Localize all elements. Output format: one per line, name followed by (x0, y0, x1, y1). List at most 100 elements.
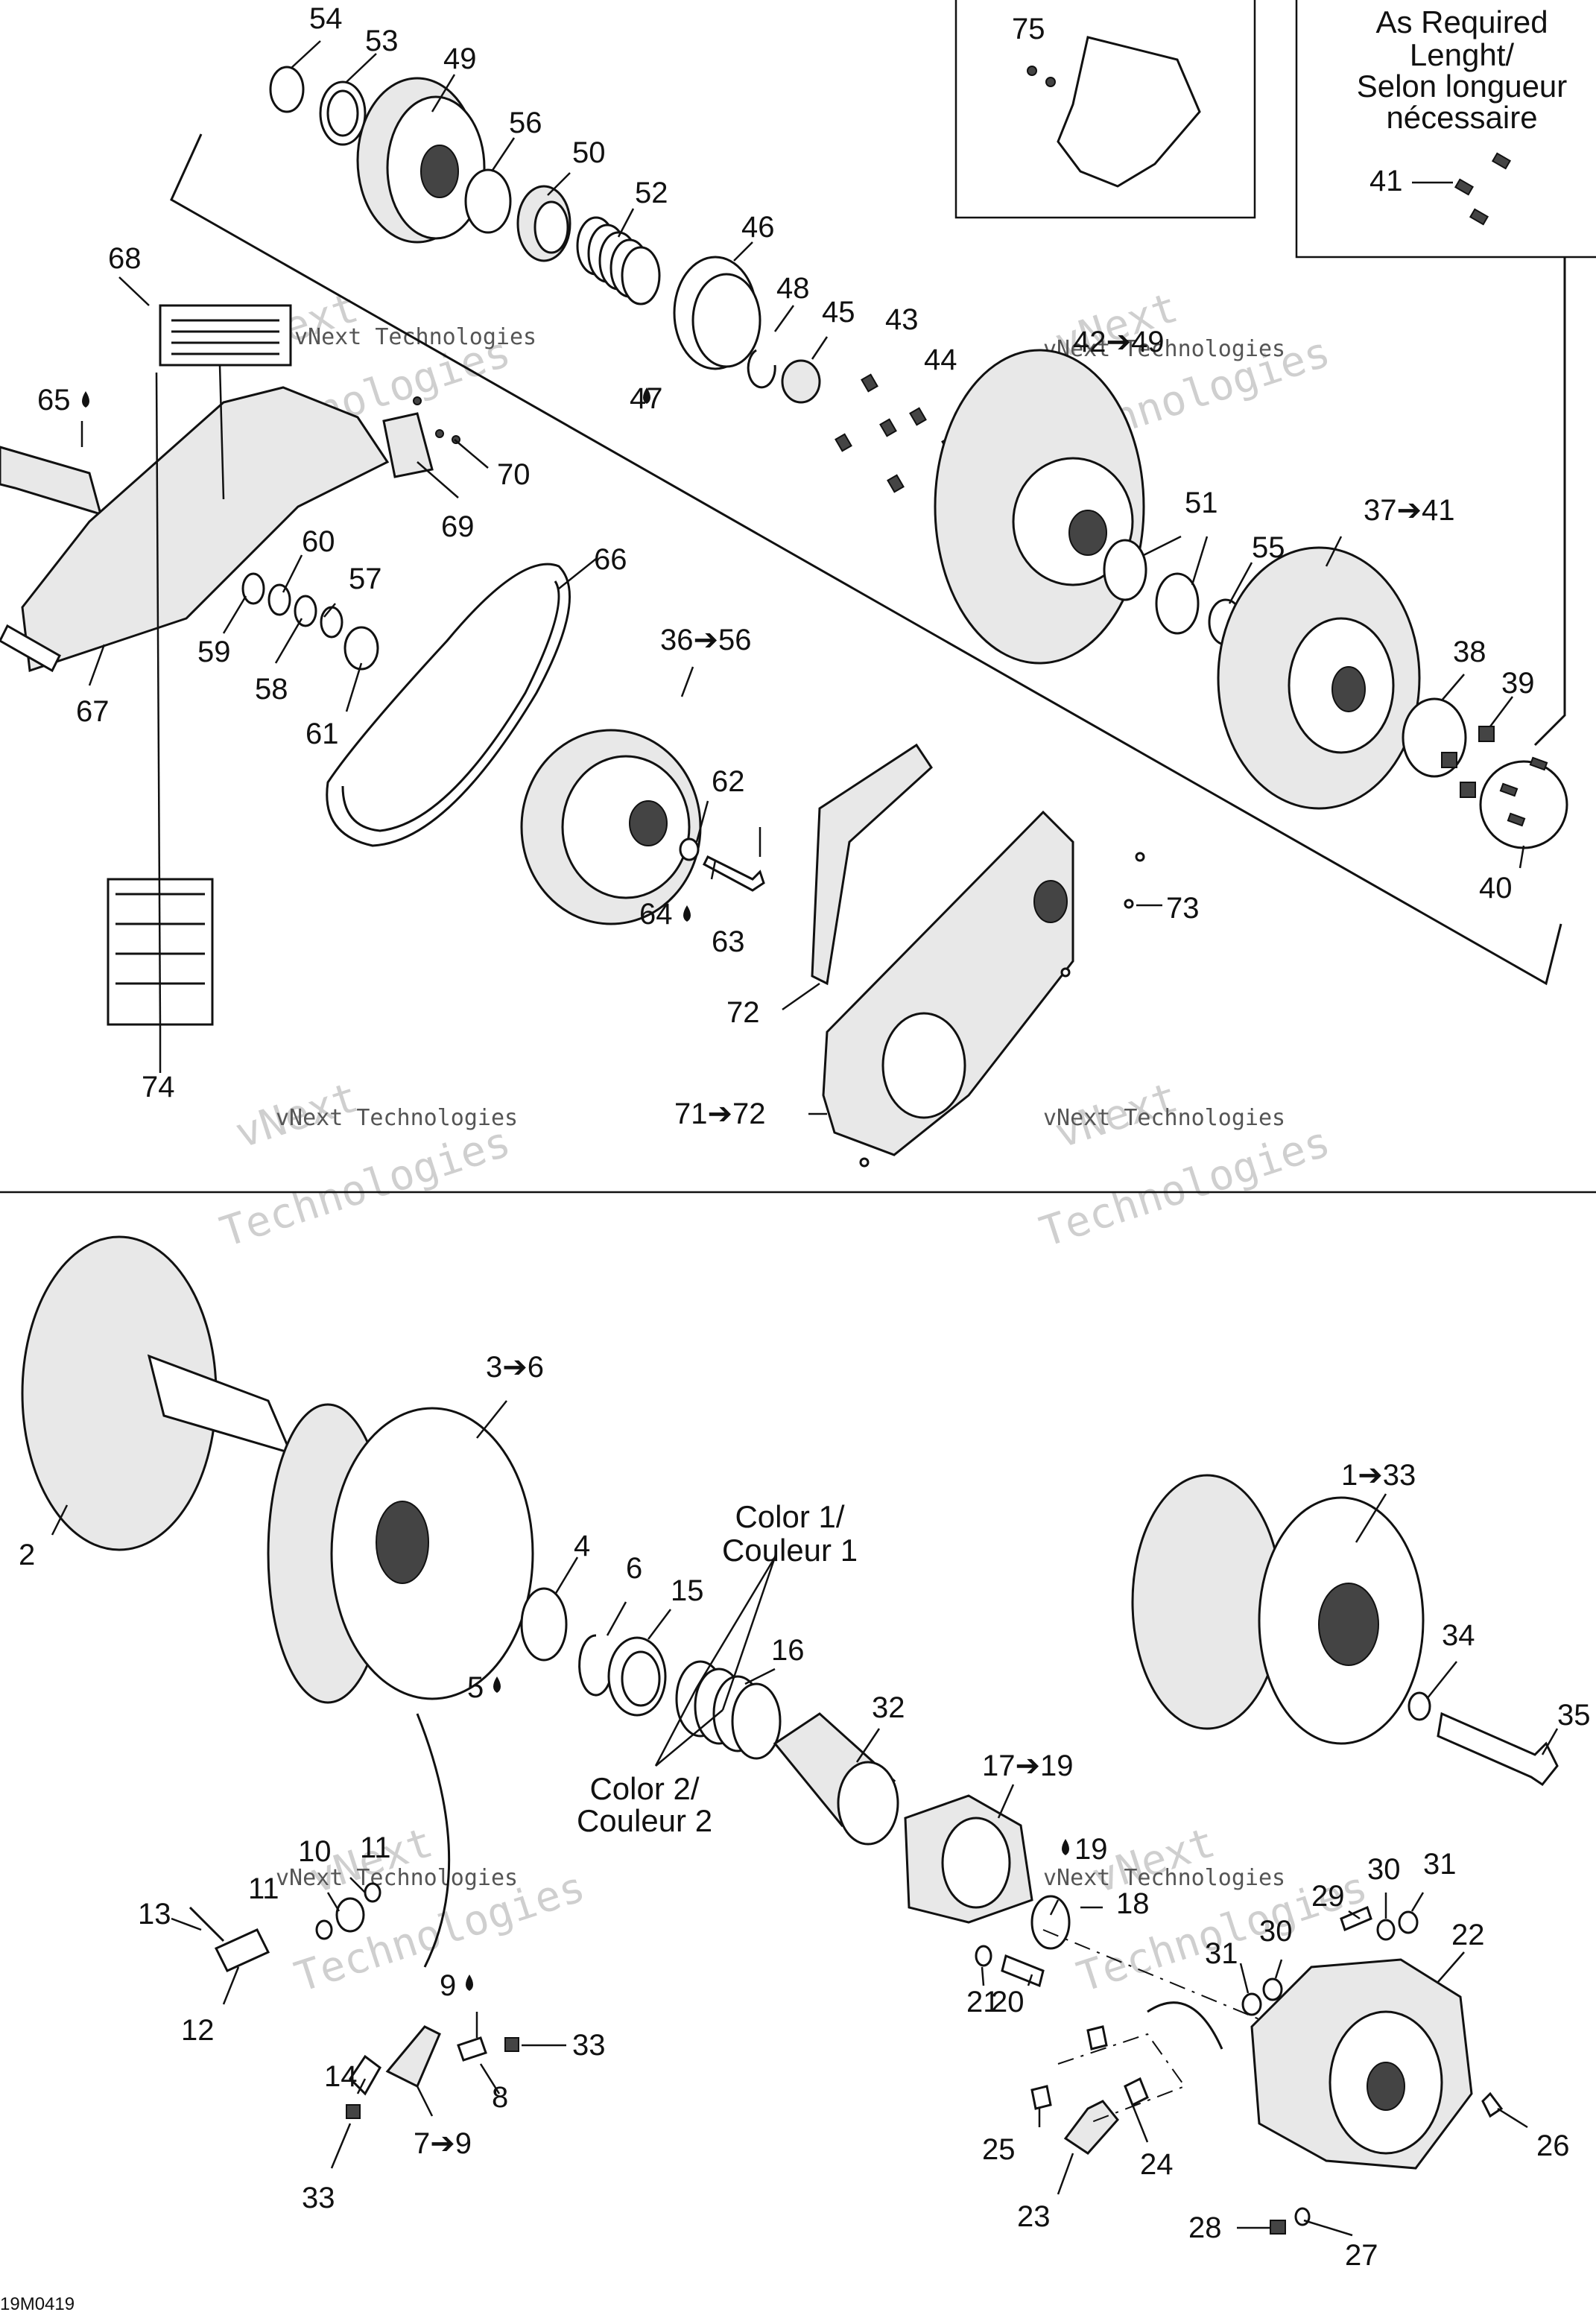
screw-40 (1499, 782, 1519, 797)
screw-25 (1030, 2085, 1052, 2110)
drop-icon (82, 391, 89, 408)
part-label-31: 31 (1423, 1848, 1457, 1881)
part-label-22: 22 (1451, 1919, 1485, 1951)
nut-31b (1241, 1992, 1262, 2016)
part-label-71-72: 71➔72 (674, 1098, 766, 1130)
part-label-53: 53 (365, 25, 399, 57)
part-label-13: 13 (138, 1898, 171, 1931)
part-label-63: 63 (712, 925, 745, 958)
as-required-note: As Required Lenght/ Selon longueur néces… (1357, 4, 1568, 135)
part-label-11: 11 (360, 1831, 391, 1864)
part-label-42-49: 42➔49 (1073, 326, 1165, 358)
detail-box-41 (1295, 0, 1596, 259)
color2-line2: Couleur 2 (577, 1803, 712, 1838)
bolt-63 (703, 855, 765, 892)
drop-icon (493, 1676, 501, 1693)
part-label-11b: 11 (248, 1872, 279, 1905)
watermark-text: vNext Technologies (294, 324, 536, 350)
part-label-19: 19 (1074, 1833, 1108, 1866)
ring-4 (520, 1587, 568, 1662)
washer-58 (294, 595, 317, 627)
part-label-33: 33 (572, 2029, 606, 2062)
center-line (1042, 1929, 1260, 2020)
part-label-46: 46 (741, 211, 775, 244)
spider-17-hub (941, 1817, 1011, 1909)
sheave-42-49-bore (1068, 510, 1107, 556)
part-label-55: 55 (1252, 531, 1285, 564)
drop-icon (1062, 1839, 1069, 1855)
part-label-5: 5 (467, 1671, 484, 1704)
nut-28 (1270, 2220, 1286, 2235)
assembly-outline-right (1533, 257, 1566, 747)
driven-pulley-face (561, 755, 691, 899)
part-label-14: 14 (324, 2060, 358, 2093)
belt-guard-67 (21, 386, 390, 673)
part-label-64: 64 (639, 898, 673, 931)
part-label-38: 38 (1453, 636, 1486, 668)
watermark-text: vNext Technologies (1043, 336, 1285, 362)
part-label-52: 52 (635, 177, 668, 209)
screw-70 (413, 396, 422, 405)
pin-12 (214, 1928, 270, 1972)
washer-60 (267, 583, 291, 616)
note-line: As Required (1375, 4, 1548, 39)
part-label-69: 69 (441, 510, 475, 543)
watermark-text: vNext Technologies (1043, 1105, 1285, 1131)
washer-30b (1262, 1977, 1283, 2001)
grease-drop-icons (82, 387, 1069, 1991)
ring-54 (269, 66, 305, 113)
part-label-7-9: 7➔9 (414, 2127, 472, 2160)
nut-31 (1398, 1910, 1419, 1934)
fastener-73 (1135, 852, 1145, 862)
bearing-50-inner (533, 200, 569, 254)
bushing-8 (457, 2036, 487, 2062)
note-line: nécessaire (1386, 100, 1537, 135)
part-label-74: 74 (142, 1071, 175, 1103)
bracket-outline (1057, 2033, 1186, 2124)
washer-15-inner (621, 1650, 661, 1707)
sleeve-32-end (837, 1761, 899, 1846)
nut-39 (1478, 726, 1495, 742)
assembly-outline (170, 133, 1562, 986)
part-label-27: 27 (1345, 2239, 1378, 2272)
fastener-73 (859, 1157, 870, 1168)
washer-57 (320, 606, 343, 639)
part-label-6: 6 (626, 1552, 642, 1585)
ring-56 (464, 168, 512, 234)
color-notes: Color 1/ Couleur 1 Color 2/ Couleur 2 (577, 1499, 858, 1838)
screw-75 (1045, 77, 1056, 87)
part-label-37-41: 37➔41 (1364, 494, 1455, 527)
part-labels: 54 53 49 56 50 52 46 48 45 43 44 47 75 4… (19, 2, 1591, 2272)
part-label-50: 50 (572, 136, 606, 169)
part-label-68: 68 (108, 242, 142, 275)
part-label-1-33: 1➔33 (1341, 1459, 1416, 1492)
bushing-24 (1124, 2077, 1149, 2107)
part-label-3-6: 3➔6 (486, 1351, 544, 1384)
watermark-text: vNext Technologies (1043, 1865, 1285, 1891)
part-label-72: 72 (726, 996, 760, 1029)
screws-41 (1454, 152, 1512, 226)
bracket-23 (1063, 2100, 1119, 2155)
color1-line1: Color 1/ (735, 1499, 844, 1534)
part-label-32: 32 (872, 1691, 905, 1724)
part-label-49: 49 (443, 42, 477, 75)
watermark-text: vNext Technologies (276, 1105, 518, 1131)
part-label-66: 66 (594, 543, 627, 576)
part-label-30: 30 (1367, 1853, 1401, 1886)
cover-22-hub (1367, 2062, 1405, 2111)
detail-box-75 (954, 0, 1256, 219)
washer-62 (679, 837, 700, 861)
ring-46-inner (691, 273, 761, 368)
drive-belt-66 (326, 563, 571, 847)
screw-25a (1086, 2025, 1108, 2050)
label-68 (159, 304, 292, 367)
clutch-assembly-1-hub (1318, 1583, 1379, 1666)
bolt-26 (1481, 2091, 1504, 2118)
washer-11b (364, 1882, 381, 1903)
spring-16 (675, 1660, 782, 1760)
cover-71-hub (1033, 880, 1068, 923)
part-label-18: 18 (1116, 1887, 1150, 1920)
part-label-25: 25 (982, 2133, 1016, 2166)
drop-icon (683, 905, 691, 922)
drop-icon (643, 387, 650, 404)
